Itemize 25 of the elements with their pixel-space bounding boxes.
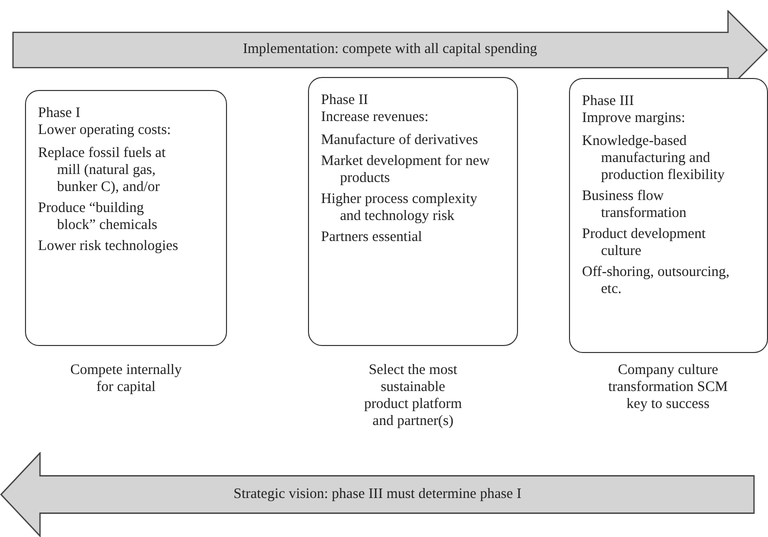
list-item: Partners essential xyxy=(321,229,424,246)
phase-goal: Improve margins: xyxy=(582,110,686,127)
list-item: Business flow transformation xyxy=(582,188,688,222)
list-item: Product development culture xyxy=(582,226,707,260)
list-item: Produce “building block” chemicals xyxy=(38,200,158,234)
list-item: Higher process complexity and technology risk xyxy=(321,191,478,225)
phase-goal: Lower operating costs: xyxy=(38,122,172,139)
phase-box xyxy=(25,90,227,346)
caption-text: Select the most sustainable product platform and partner(s) xyxy=(363,362,463,430)
arrow-label: Implementation: compete with all capital spending xyxy=(242,41,538,58)
list-item: Replace fossil fuels at mill (natural gas, bunker C), and/or xyxy=(38,145,167,196)
phase-box xyxy=(308,77,518,346)
list-item: Off-shoring, outsourcing, etc. xyxy=(582,264,731,298)
list-item: Knowledge-based manufacturing and production flexibility xyxy=(582,133,726,184)
caption-text: Company culture transformation SCM key to success xyxy=(607,362,729,413)
phase-heading: Phase III xyxy=(582,93,635,110)
phase-goal: Increase revenues: xyxy=(321,109,430,126)
arrow-label: Strategic vision: phase III must determine phase I xyxy=(232,486,522,502)
list-item: Market development for new products xyxy=(321,153,491,187)
phase-heading: Phase II xyxy=(321,92,370,109)
phase-heading: Phase I xyxy=(38,105,82,122)
list-item: Manufacture of derivatives xyxy=(321,132,480,149)
caption-text: Compete internally for capital xyxy=(69,362,183,396)
phase-box xyxy=(569,78,768,353)
list-item: Lower risk technologies xyxy=(38,238,180,255)
